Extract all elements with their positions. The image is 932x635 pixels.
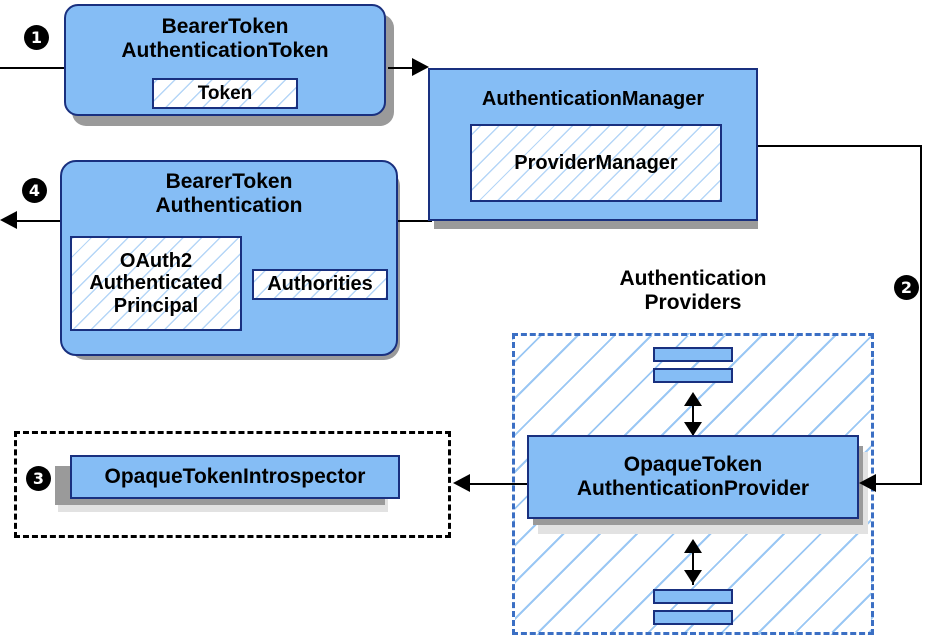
step-badge-3: 3 <box>26 466 51 491</box>
node-opaque-token-authentication-provider[interactable]: OpaqueToken AuthenticationProvider <box>527 435 859 519</box>
authentication-providers-label: Authentication Providers <box>560 267 826 316</box>
step-badge-2: 2 <box>894 275 919 300</box>
connector-into-provider <box>876 483 922 485</box>
connector-authentication-out <box>10 220 72 222</box>
inner-box-oauth2-authenticated-principal[interactable]: OAuth2 Authenticated Principal <box>70 236 242 331</box>
providers-label-line1: Authentication <box>619 267 767 290</box>
provider-slot-bottom-bar-2[interactable] <box>653 610 733 625</box>
node-title-line2: AuthenticationProvider <box>576 477 810 500</box>
connector-manager-down <box>920 145 922 483</box>
inner-box-token-label: Token <box>197 82 253 104</box>
connector-token-to-manager <box>388 67 414 69</box>
step-badge-4: 4 <box>22 178 47 203</box>
node-bearer-token-authentication-token[interactable]: BearerToken AuthenticationToken <box>64 4 386 116</box>
provider-slot-top-bar-2[interactable] <box>653 368 733 383</box>
connector-top-slot-provider <box>692 396 694 436</box>
arrow-up-top-slot <box>684 392 702 406</box>
providers-label-line2: Providers <box>644 291 742 315</box>
connector-provider-bottom-slot <box>692 543 694 585</box>
connector-manager-right <box>758 145 922 147</box>
node-title-line2: AuthenticationToken <box>121 38 329 62</box>
principal-line2: Authenticated <box>89 272 223 295</box>
inner-box-provider-manager[interactable]: ProviderManager <box>470 124 722 202</box>
arrow-token-to-manager <box>412 58 429 76</box>
provider-slot-top-bar-1[interactable] <box>653 347 733 362</box>
connector-manager-to-authentication <box>396 220 432 222</box>
inner-box-authorities-label: Authorities <box>267 273 373 296</box>
arrow-authentication-out <box>0 211 17 229</box>
arrow-provider-to-introspector <box>453 474 470 492</box>
arrow-up-bottom-slot <box>684 539 702 553</box>
node-title: OpaqueTokenIntrospector <box>104 465 366 489</box>
inner-box-authorities[interactable]: Authorities <box>252 269 388 300</box>
node-title: AuthenticationManager <box>481 88 705 110</box>
connector-provider-to-introspector <box>470 483 528 485</box>
arrow-down-top-slot <box>684 422 702 436</box>
arrow-into-provider <box>859 474 876 492</box>
node-title-line1: OpaqueToken <box>623 453 763 477</box>
node-title-line1: BearerToken <box>165 170 293 193</box>
principal-line1: OAuth2 <box>119 249 193 272</box>
inner-box-token[interactable]: Token <box>152 78 298 109</box>
principal-line3: Principal <box>113 294 199 317</box>
step-badge-1: 1 <box>24 25 49 50</box>
node-opaque-token-introspector[interactable]: OpaqueTokenIntrospector <box>70 455 400 499</box>
introspector-group-container <box>14 431 451 538</box>
arrow-down-bottom-slot <box>684 570 702 584</box>
node-title-line2: Authentication <box>155 193 303 217</box>
provider-slot-bottom-bar-1[interactable] <box>653 589 733 604</box>
inner-box-provider-manager-label: ProviderManager <box>514 151 678 174</box>
connector-request-in <box>0 67 68 69</box>
node-title-line1: BearerToken <box>161 15 289 38</box>
